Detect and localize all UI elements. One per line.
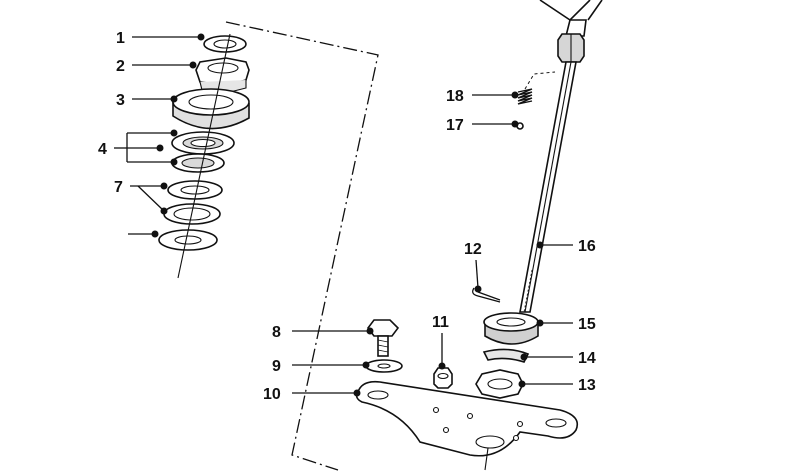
part-11-small-nut: [433, 367, 453, 389]
callout-labels: 1 2 3 4 7 8 9 10 11 12 13 14 15 16 17 18: [98, 30, 596, 403]
part-16-rod: [519, 61, 577, 313]
leader-lines: [114, 33, 573, 397]
callout-8: 8: [272, 324, 281, 341]
callout-2: 2: [116, 58, 125, 75]
callout-12: 12: [464, 241, 482, 258]
callout-10: 10: [263, 386, 281, 403]
part-1-washer: [203, 35, 247, 53]
callout-16: 16: [578, 238, 596, 255]
callout-18: 18: [446, 88, 464, 105]
part-2-nut: [195, 57, 250, 94]
callout-17: 17: [446, 117, 464, 134]
part-4-bearing-upper: [171, 131, 235, 155]
callout-13: 13: [578, 377, 596, 394]
left-parts-stack: [158, 33, 250, 279]
part-9-washer: [365, 359, 403, 373]
part-18-spring: [517, 88, 533, 105]
assembly-boundary-line: [225, 21, 379, 471]
callout-3: 3: [116, 92, 125, 109]
part-7-washers: [158, 180, 223, 251]
callout-11: 11: [432, 314, 449, 331]
rod-collar: [557, 33, 585, 63]
part-15-bushing: [483, 312, 539, 345]
callout-9: 9: [272, 358, 281, 375]
callout-15: 15: [578, 316, 596, 333]
part-4-bearing-lower: [171, 153, 225, 173]
part-10-plate: [355, 380, 579, 471]
callout-4: 4: [98, 141, 107, 158]
part-8-bolt: [367, 319, 400, 357]
part-3-bushing: [172, 88, 250, 130]
part-12-cotter-pin: [472, 287, 501, 303]
callout-7: 7: [114, 179, 123, 196]
callout-14: 14: [578, 350, 596, 367]
callout-1: 1: [116, 30, 125, 47]
part-14-clip: [482, 348, 530, 363]
shift-rod-assembly: [433, 0, 603, 399]
part-13-nut: [475, 369, 524, 399]
